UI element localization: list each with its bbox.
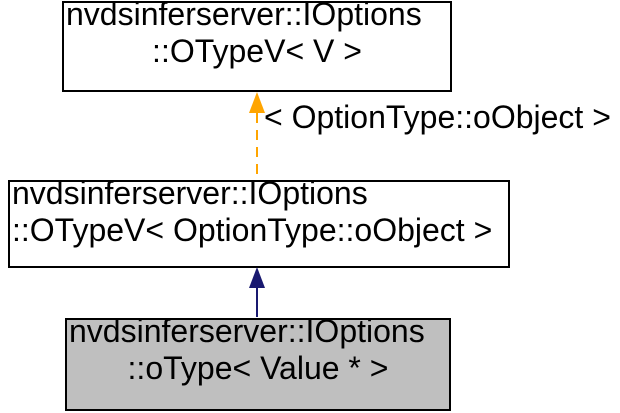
template-arrow-head — [249, 92, 265, 113]
class-node-label: nvdsinferserver::IOptions ::oType< Value… — [67, 313, 449, 387]
class-node-otypev-v[interactable]: nvdsinferserver::IOptions ::OTypeV< V > — [62, 0, 452, 92]
class-name-line2: ::OTypeV< V > — [152, 33, 362, 69]
class-name-line2: ::oType< Value * > — [127, 350, 389, 386]
class-node-otypev-oobject[interactable]: nvdsinferserver::IOptions ::OTypeV< Opti… — [8, 175, 510, 268]
class-name-line2: ::OTypeV< OptionType::oObject > — [12, 212, 493, 248]
class-name-line1: nvdsinferserver::IOptions — [69, 313, 425, 349]
template-args-label: < OptionType::oObject > — [264, 99, 611, 135]
class-node-otype-value-current: nvdsinferserver::IOptions ::oType< Value… — [65, 313, 451, 411]
class-node-label: nvdsinferserver::IOptions ::OTypeV< Opti… — [10, 175, 508, 249]
class-name-line1: nvdsinferserver::IOptions — [12, 175, 368, 211]
class-name-line1: nvdsinferserver::IOptions — [66, 0, 422, 32]
inheritance-arrow-head — [249, 267, 265, 288]
class-node-label: nvdsinferserver::IOptions ::OTypeV< V > — [64, 0, 450, 70]
